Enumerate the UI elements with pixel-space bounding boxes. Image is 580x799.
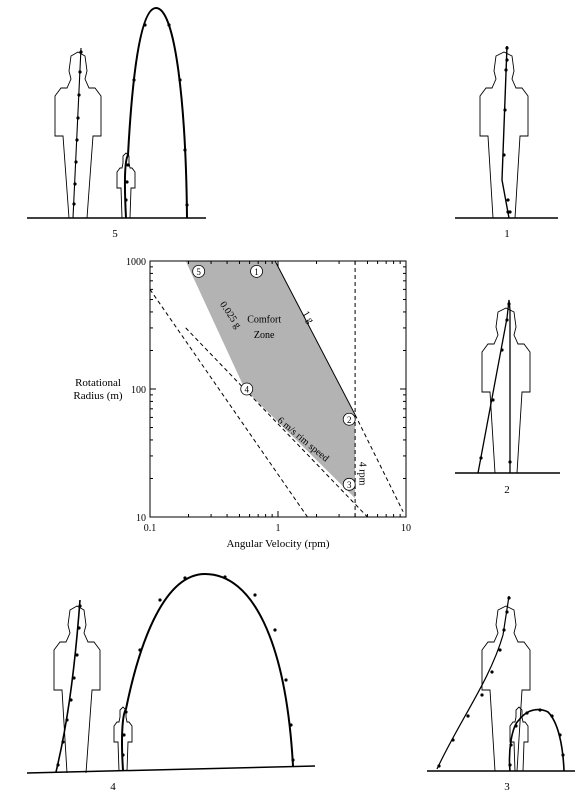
series-line-0: [274, 260, 356, 415]
panel-label: 4: [110, 781, 116, 793]
y-tick-label: 1000: [126, 257, 146, 268]
panel-3: 3: [427, 595, 575, 793]
trajectory: [501, 45, 510, 219]
series-line-2: [185, 327, 368, 518]
point-label-3: 3: [347, 480, 352, 490]
point-label-2: 2: [347, 415, 352, 425]
point-marker-5: [192, 264, 206, 278]
short-figure-outline: [509, 706, 529, 772]
line-label-4rpm: 4 rpm: [357, 462, 368, 486]
trajectory-markers: [502, 46, 512, 214]
x-axis-label: Angular Velocity (rpm): [226, 538, 329, 550]
panel-5: 5: [27, 6, 206, 240]
trajectory-markers: [479, 302, 512, 464]
ground-line: [26, 765, 316, 774]
figure-outline: [479, 51, 529, 219]
panel-2: 2: [455, 299, 560, 496]
point-label-5: 5: [196, 267, 201, 277]
tall-figure-outline: [54, 51, 102, 219]
figure-outline: [481, 307, 531, 474]
panel-label: 1: [504, 228, 510, 240]
x-tick-label: 1: [276, 523, 281, 534]
y-axis-label-line-1: Rotational: [75, 377, 121, 389]
trajectory-markers: [72, 23, 189, 207]
trajectory-markers: [437, 596, 565, 768]
region-label-line-2: Zone: [254, 330, 275, 341]
panel-4: 4: [26, 572, 316, 793]
y-tick-label: 10: [136, 513, 146, 524]
point-marker-1: [250, 264, 263, 278]
y-axis-label-line-2: Radius (m): [73, 390, 123, 402]
point-marker-4: [240, 382, 254, 396]
comfort-zone-region: [185, 261, 356, 499]
trajectory-straight: [72, 47, 82, 219]
trajectory-markers: [56, 575, 295, 767]
x-tick-label: 10: [401, 523, 411, 534]
comfort-zone-chart: 1 g 0.025 g 6 m/s rim speed 4 rpm Comfor…: [73, 257, 411, 550]
point-label-1: 1: [254, 267, 259, 277]
y-tick-label: 100: [131, 385, 146, 396]
panel-label: 2: [504, 484, 510, 496]
short-figure-outline: [116, 152, 136, 219]
x-tick-label: 0.1: [144, 523, 157, 534]
region-label-line-1: Comfort: [247, 315, 281, 326]
panel-label: 5: [112, 228, 118, 240]
trajectory-arc: [123, 6, 188, 219]
point-marker-2: [342, 412, 356, 426]
panel-label: 3: [504, 781, 510, 793]
panel-1: 1: [455, 45, 558, 240]
trajectory-arc: [121, 572, 294, 771]
trajectory: [477, 299, 511, 474]
trajectory-left: [436, 595, 510, 770]
short-figure-outline: [113, 706, 133, 772]
figure-outline: [481, 605, 531, 772]
point-label-4: 4: [245, 385, 250, 395]
tall-figure-outline: [53, 605, 101, 774]
point-marker-3: [342, 477, 356, 491]
